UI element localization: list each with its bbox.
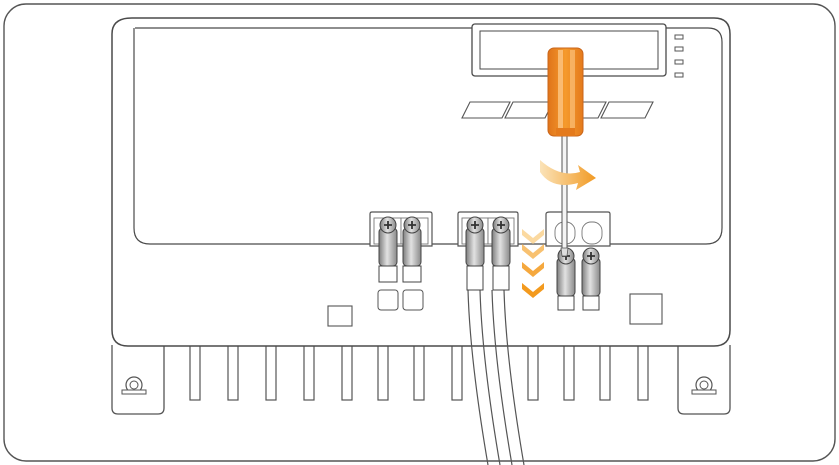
wires: [467, 289, 525, 465]
terminal-screw-2a: [465, 216, 485, 291]
terminal-screw-3b: [581, 247, 601, 311]
flathead-screwdriver-icon: [547, 47, 584, 257]
button-4: [600, 101, 654, 119]
terminal-screw-1a: [378, 216, 398, 283]
terminal-screw-2b: [491, 216, 511, 291]
terminal-screw-3a: [556, 247, 576, 311]
chevron-down-icon: [522, 262, 544, 277]
terminal-screw-1b: [402, 216, 422, 283]
indicator-leds: [674, 34, 684, 78]
led-2: [674, 46, 684, 52]
curved-arrow-icon: [540, 160, 596, 190]
chevron-down-icon: [522, 283, 544, 298]
terminal-block-3: [545, 211, 611, 247]
led-3: [674, 59, 684, 65]
led-1: [674, 34, 684, 40]
mounting-foot-right: [677, 345, 731, 415]
label-marker-right: [629, 293, 663, 325]
chevron-down-icon: [522, 229, 544, 244]
mounting-foot-left: [111, 345, 165, 415]
label-marker-left: [327, 305, 353, 327]
insert-arrows: [522, 229, 544, 298]
button-2: [504, 101, 554, 119]
led-4: [674, 72, 684, 78]
top-cover: [133, 27, 723, 245]
chevron-down-icon: [522, 244, 544, 259]
button-1: [461, 101, 511, 119]
